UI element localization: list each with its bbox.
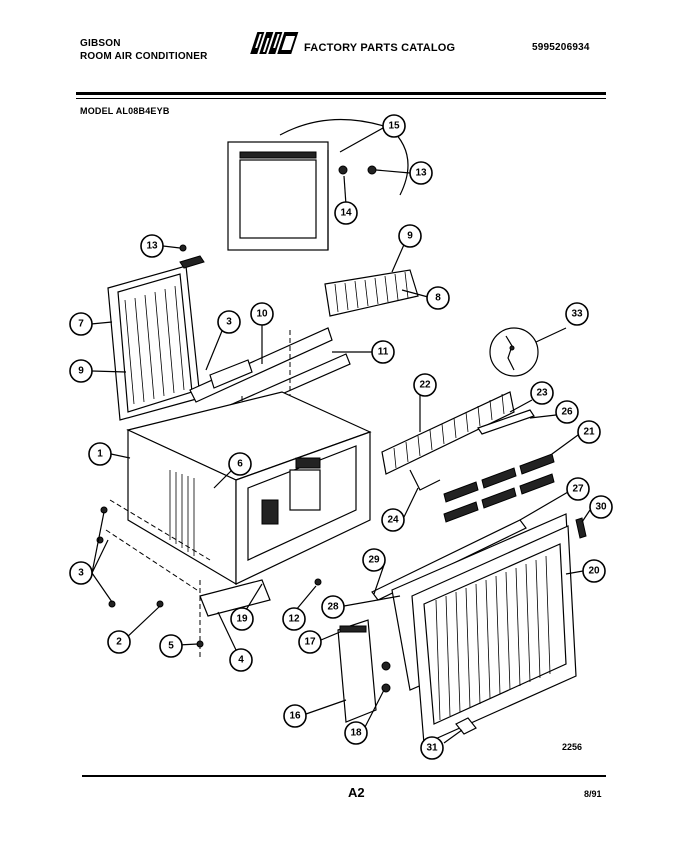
- air-director-assembly: [381, 391, 535, 491]
- svg-text:15: 15: [388, 121, 400, 132]
- callout-20: 20: [582, 559, 606, 583]
- callout-9a: 9: [398, 224, 422, 248]
- svg-text:1: 1: [97, 449, 103, 460]
- callout-28: 28: [321, 595, 345, 619]
- svg-text:13: 13: [415, 168, 427, 179]
- catalog-number: 5995206934: [532, 42, 590, 53]
- svg-text:14: 14: [340, 208, 352, 219]
- callout-3a: 3: [217, 310, 241, 334]
- svg-text:3: 3: [78, 568, 84, 579]
- svg-text:19: 19: [236, 614, 248, 625]
- callout-30: 30: [589, 495, 613, 519]
- svg-text:6: 6: [237, 459, 243, 470]
- svg-text:22: 22: [419, 380, 431, 391]
- callout-18: 18: [344, 721, 368, 745]
- svg-text:16: 16: [289, 711, 301, 722]
- callout-5: 5: [159, 634, 183, 658]
- callout-9b: 9: [69, 359, 93, 383]
- footer-rule: [82, 775, 606, 777]
- filter-frame-left: [107, 244, 205, 421]
- issue-date: 8/91: [584, 789, 602, 799]
- header-rule-thin: [76, 98, 606, 99]
- svg-text:20: 20: [588, 566, 600, 577]
- svg-text:18: 18: [350, 728, 362, 739]
- callout-2: 2: [107, 630, 131, 654]
- header-rule-thick: [76, 92, 606, 95]
- callout-1: 1: [88, 442, 112, 466]
- callout-7: 7: [69, 312, 93, 336]
- svg-text:3: 3: [226, 317, 232, 328]
- page-number: A2: [348, 785, 365, 800]
- leader-lines: [90, 127, 591, 744]
- svg-text:7: 7: [78, 319, 84, 330]
- svg-text:11: 11: [378, 347, 389, 358]
- svg-text:30: 30: [595, 502, 607, 513]
- callout-3b: 3: [69, 561, 93, 585]
- svg-text:13: 13: [146, 241, 158, 252]
- svg-text:12: 12: [288, 614, 300, 625]
- front-grille: [371, 513, 587, 745]
- callout-11: 11: [371, 340, 395, 364]
- svg-text:9: 9: [407, 231, 413, 242]
- callout-33: 33: [565, 302, 589, 326]
- callout-27: 27: [566, 477, 590, 501]
- brand-name: GIBSON: [80, 38, 121, 49]
- product-name: ROOM AIR CONDITIONER: [80, 51, 208, 62]
- callout-14: 14: [334, 201, 358, 225]
- callout-15: 15: [382, 114, 406, 138]
- callout-19: 19: [230, 607, 254, 631]
- callout-22: 22: [413, 373, 437, 397]
- svg-text:23: 23: [536, 388, 548, 399]
- callout-13a: 13: [409, 161, 433, 185]
- drawing-number: 2256: [562, 742, 583, 752]
- svg-text:8: 8: [435, 293, 441, 304]
- model-label: MODEL AL08B4EYB: [80, 106, 170, 116]
- callout-6: 6: [228, 452, 252, 476]
- svg-text:29: 29: [368, 555, 380, 566]
- svg-text:33: 33: [571, 309, 583, 320]
- svg-text:28: 28: [327, 602, 339, 613]
- catalog-title: FACTORY PARTS CATALOG: [304, 42, 456, 54]
- svg-text:2: 2: [116, 637, 122, 648]
- callout-29: 29: [362, 548, 386, 572]
- front-panel-inset: [227, 118, 409, 251]
- control-bracket: [337, 619, 391, 723]
- callout-17: 17: [298, 630, 322, 654]
- svg-text:17: 17: [304, 637, 316, 648]
- svg-text:5: 5: [168, 641, 174, 652]
- detail-bubble: [489, 327, 539, 377]
- base-pan: [199, 579, 271, 617]
- callout-4: 4: [229, 648, 253, 672]
- svg-text:9: 9: [78, 366, 84, 377]
- callout-26: 26: [555, 400, 579, 424]
- svg-text:10: 10: [256, 309, 268, 320]
- louver-assembly-top: [324, 269, 419, 317]
- svg-text:27: 27: [572, 484, 584, 495]
- svg-text:4: 4: [238, 655, 244, 666]
- svg-text:24: 24: [387, 515, 399, 526]
- callout-13b: 13: [140, 234, 164, 258]
- callout-12: 12: [282, 607, 306, 631]
- louver-blades: [443, 453, 555, 523]
- svg-text:21: 21: [583, 427, 595, 438]
- svg-text:31: 31: [426, 743, 438, 754]
- callout-16: 16: [283, 704, 307, 728]
- callout-8: 8: [426, 286, 450, 310]
- callout-24: 24: [381, 508, 405, 532]
- callout-23: 23: [530, 381, 554, 405]
- callout-21: 21: [577, 420, 601, 444]
- svg-text:26: 26: [561, 407, 573, 418]
- wci-logo: [250, 32, 299, 54]
- cabinet-main: [96, 391, 372, 660]
- callout-31: 31: [420, 736, 444, 760]
- callout-10: 10: [250, 302, 274, 326]
